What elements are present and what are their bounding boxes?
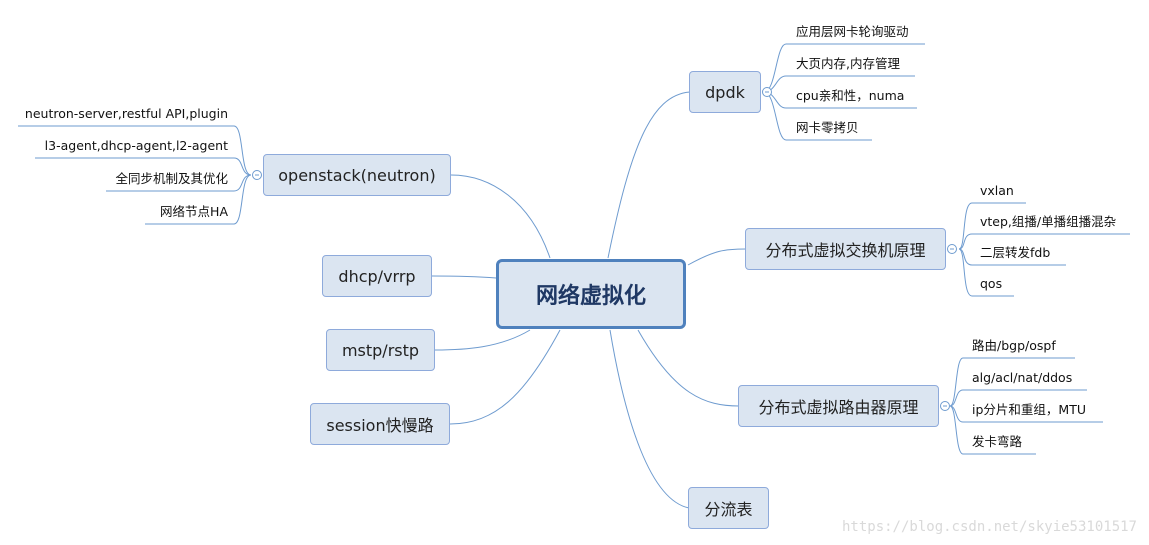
leaf-vswitch-2[interactable]: vtep,组播/单播组播混杂 <box>980 214 1117 229</box>
edge-root-mstp <box>434 329 531 351</box>
edge-root-session <box>449 329 561 425</box>
leaf-openstack-2[interactable]: l3-agent,dhcp-agent,l2-agent <box>44 138 228 153</box>
leaf-dpdk-1[interactable]: 应用层网卡轮询驱动 <box>796 24 909 39</box>
leaf-dpdk-3[interactable]: cpu亲和性，numa <box>796 88 905 103</box>
watermark: https://blog.csdn.net/skyie53101517 <box>841 519 1137 535</box>
topic-openstack[interactable]: openstack(neutron) <box>263 154 451 196</box>
edge-root-dpdk <box>607 91 691 259</box>
topic-dpdk[interactable]: dpdk <box>689 71 761 113</box>
topic-mstp-rstp[interactable]: mstp/rstp <box>326 329 435 371</box>
leaf-vrouter-1[interactable]: 路由/bgp/ospf <box>972 338 1056 353</box>
leaf-openstack-1[interactable]: neutron-server,restful API,plugin <box>24 106 228 121</box>
topic-flow-table[interactable]: 分流表 <box>688 487 769 529</box>
edge-root-vrouter <box>637 329 740 407</box>
topic-vswitch[interactable]: 分布式虚拟交换机原理 <box>745 228 946 270</box>
leaf-vrouter-3[interactable]: ip分片和重组，MTU <box>972 402 1086 417</box>
leaf-openstack-3[interactable]: 全同步机制及其优化 <box>115 171 228 186</box>
leaf-dpdk-2[interactable]: 大页内存,内存管理 <box>796 56 900 71</box>
leaf-dpdk-4[interactable]: 网卡零拷贝 <box>796 120 859 135</box>
leaf-openstack-4[interactable]: 网络节点HA <box>160 204 228 219</box>
edge-root-openstack <box>450 174 551 259</box>
leaf-vrouter-2[interactable]: alg/acl/nat/ddos <box>972 370 1073 385</box>
topic-session[interactable]: session快慢路 <box>310 403 450 445</box>
leaf-vswitch-1[interactable]: vxlan <box>980 183 1014 198</box>
leaf-vswitch-3[interactable]: 二层转发fdb <box>980 245 1051 260</box>
topic-vrouter[interactable]: 分布式虚拟路由器原理 <box>738 385 939 427</box>
root-topic[interactable]: 网络虚拟化 <box>496 259 686 329</box>
leaf-vrouter-4[interactable]: 发卡弯路 <box>972 434 1023 449</box>
edge-root-dhcp <box>431 275 497 279</box>
edge-root-flow <box>609 329 690 509</box>
edge-root-vswitch <box>687 248 747 266</box>
leaf-vswitch-4[interactable]: qos <box>980 276 1003 291</box>
topic-dhcp-vrrp[interactable]: dhcp/vrrp <box>322 255 432 297</box>
